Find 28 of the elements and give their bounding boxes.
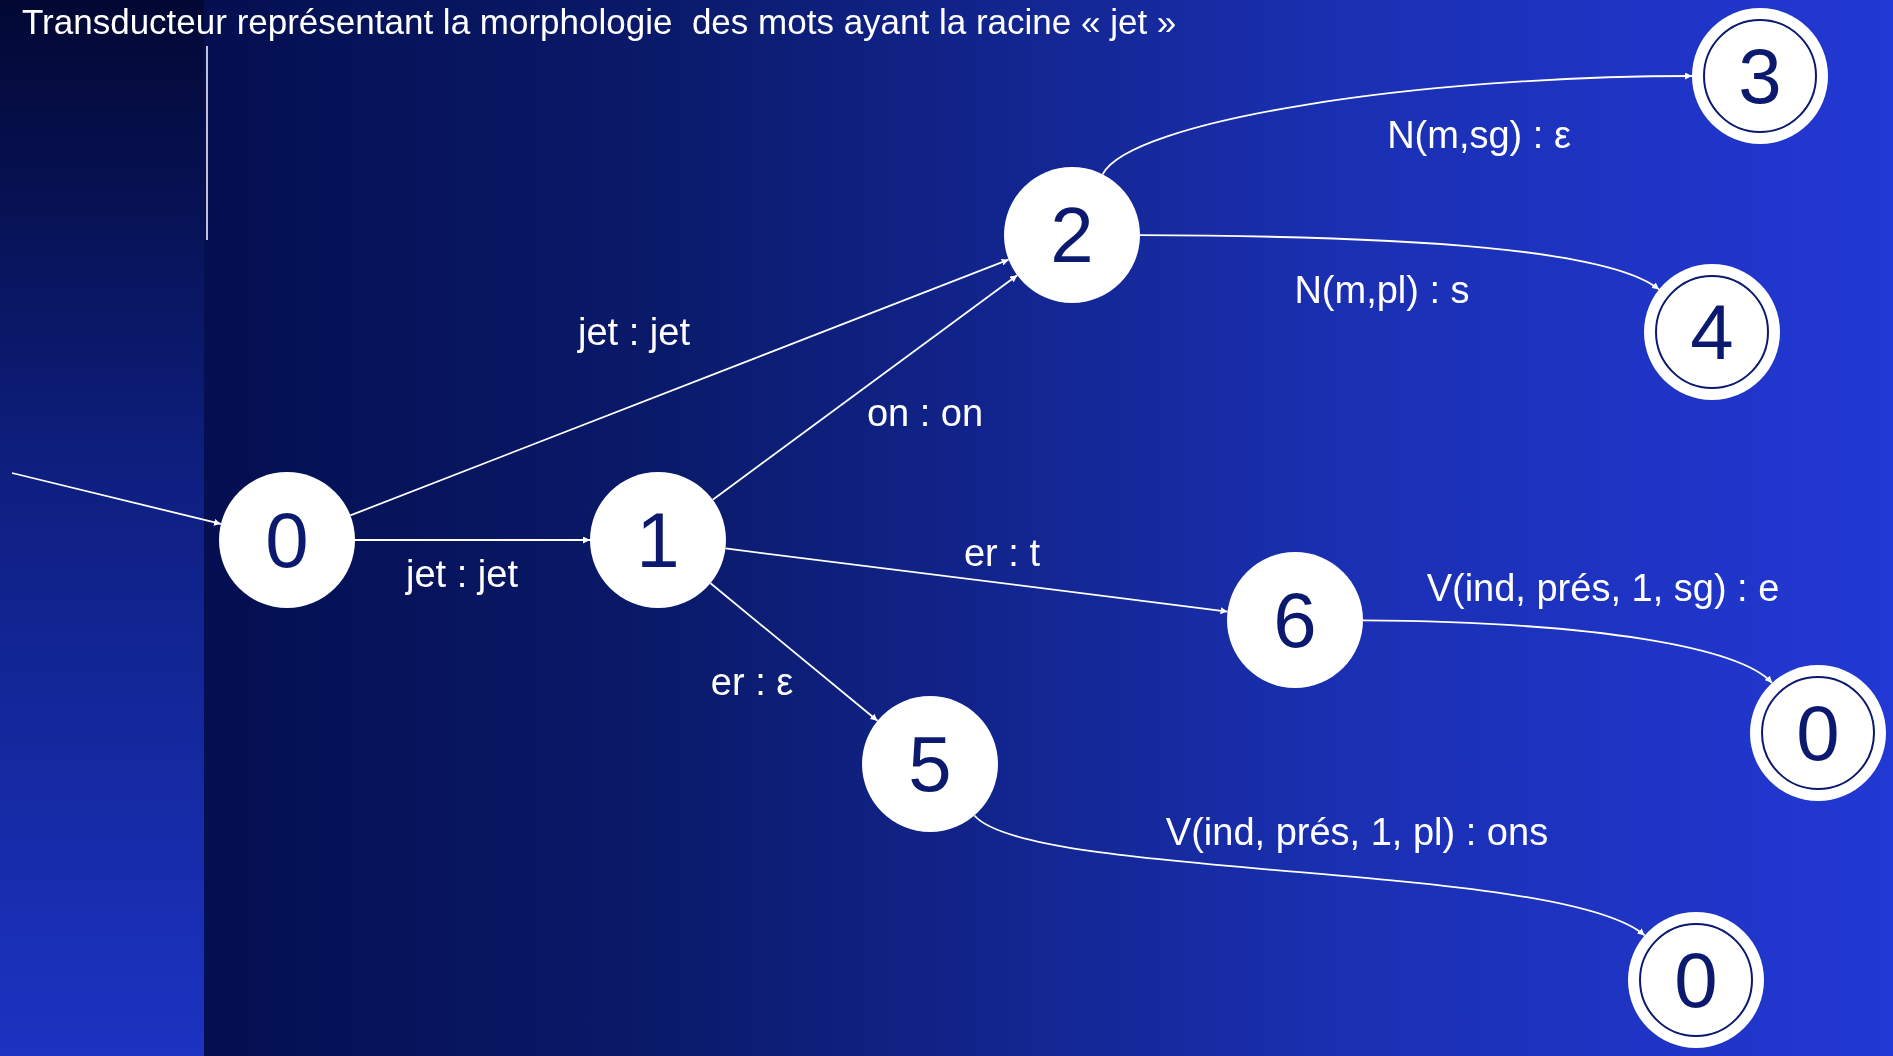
state-number: 2 <box>1050 196 1094 274</box>
arrow <box>11 472 222 526</box>
state-number: 1 <box>636 501 680 579</box>
arrow <box>354 536 591 544</box>
edge-label: er : t <box>964 534 1040 572</box>
edge-label: jet : jet <box>578 313 690 351</box>
state-number: 0 <box>1796 694 1840 772</box>
state-number: 5 <box>908 725 952 803</box>
state-number: 4 <box>1690 293 1734 371</box>
edge-label: on : on <box>866 394 984 432</box>
edge-label: N(m,pl) : s <box>1294 271 1470 309</box>
edge-label: N(m,sg) : ε <box>1387 116 1571 154</box>
title: Transducteur représentant la morphologie des mots ayant la racine « jet » <box>22 1 1177 43</box>
arrow <box>349 258 1010 517</box>
arrow <box>973 814 1646 937</box>
edge-label: jet : jet <box>406 555 518 593</box>
edge-label: V(ind, prés, 1, pl) : ons <box>1165 813 1549 851</box>
arrow <box>711 274 1019 501</box>
arrow <box>709 582 879 722</box>
arrow <box>1101 72 1693 176</box>
state-number: 6 <box>1273 581 1317 659</box>
arrow <box>1139 234 1660 291</box>
state-number: 0 <box>1674 941 1718 1019</box>
state-number: 0 <box>265 501 309 579</box>
edge-label: V(ind, prés, 1, sg) : e <box>1426 569 1780 607</box>
state-number: 3 <box>1738 37 1782 115</box>
arrow <box>724 547 1229 615</box>
edge-label: er : ε <box>710 663 794 701</box>
